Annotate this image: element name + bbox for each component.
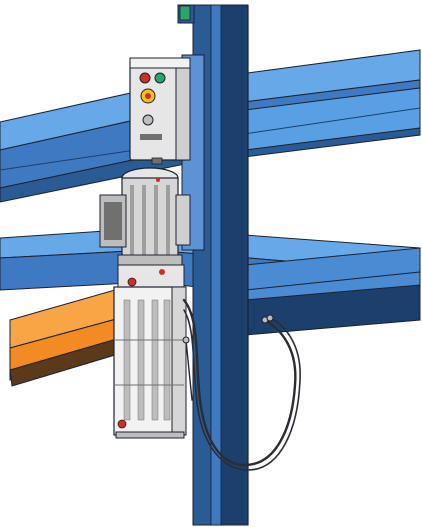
tank-side [171,286,187,436]
cable-gland [151,157,163,165]
motor-fins-2 [142,185,146,255]
tank-rib-2 [137,299,145,421]
hose-1 [182,298,297,467]
tank-drain-icon [117,419,127,429]
green-button-icon [154,72,166,84]
control-box-label [140,134,162,140]
red-light-icon [145,93,151,99]
motor-bracket [175,194,191,246]
tank-red-valve-icon [159,269,165,275]
motor-fins-3 [154,185,158,255]
hose-2 [183,309,301,471]
tank-rib-4 [163,299,171,421]
motor-fins-4 [166,185,170,255]
selector-switch-icon [142,114,154,126]
hydraulic-hoses [182,298,301,471]
electric-motor [99,167,191,266]
top-fitting-body [179,5,191,21]
control-box [129,57,191,165]
red-button-icon [139,72,151,84]
tank-red-cap-icon [127,277,137,287]
motor-fins-1 [130,185,134,255]
tank-rib-3 [151,299,159,421]
tank-bottom [115,431,185,439]
hose-fitting-3 [182,336,190,344]
hose-fitting-2 [266,314,274,322]
hose-3 [185,339,193,401]
motor-flange [117,254,183,266]
tank-rib-1 [123,299,131,421]
control-box-side [175,59,191,161]
tank-top-block [117,264,185,288]
lower-beam-edge-line [244,271,421,291]
motor-red-dot-icon [156,178,160,182]
post-highlight-strip [210,4,222,526]
control-box-lid-top [129,57,191,69]
terminal-box-vent [104,202,122,240]
hydraulic-reservoir [113,264,187,439]
top-fitting [179,5,191,21]
orange-bracket [9,289,126,387]
